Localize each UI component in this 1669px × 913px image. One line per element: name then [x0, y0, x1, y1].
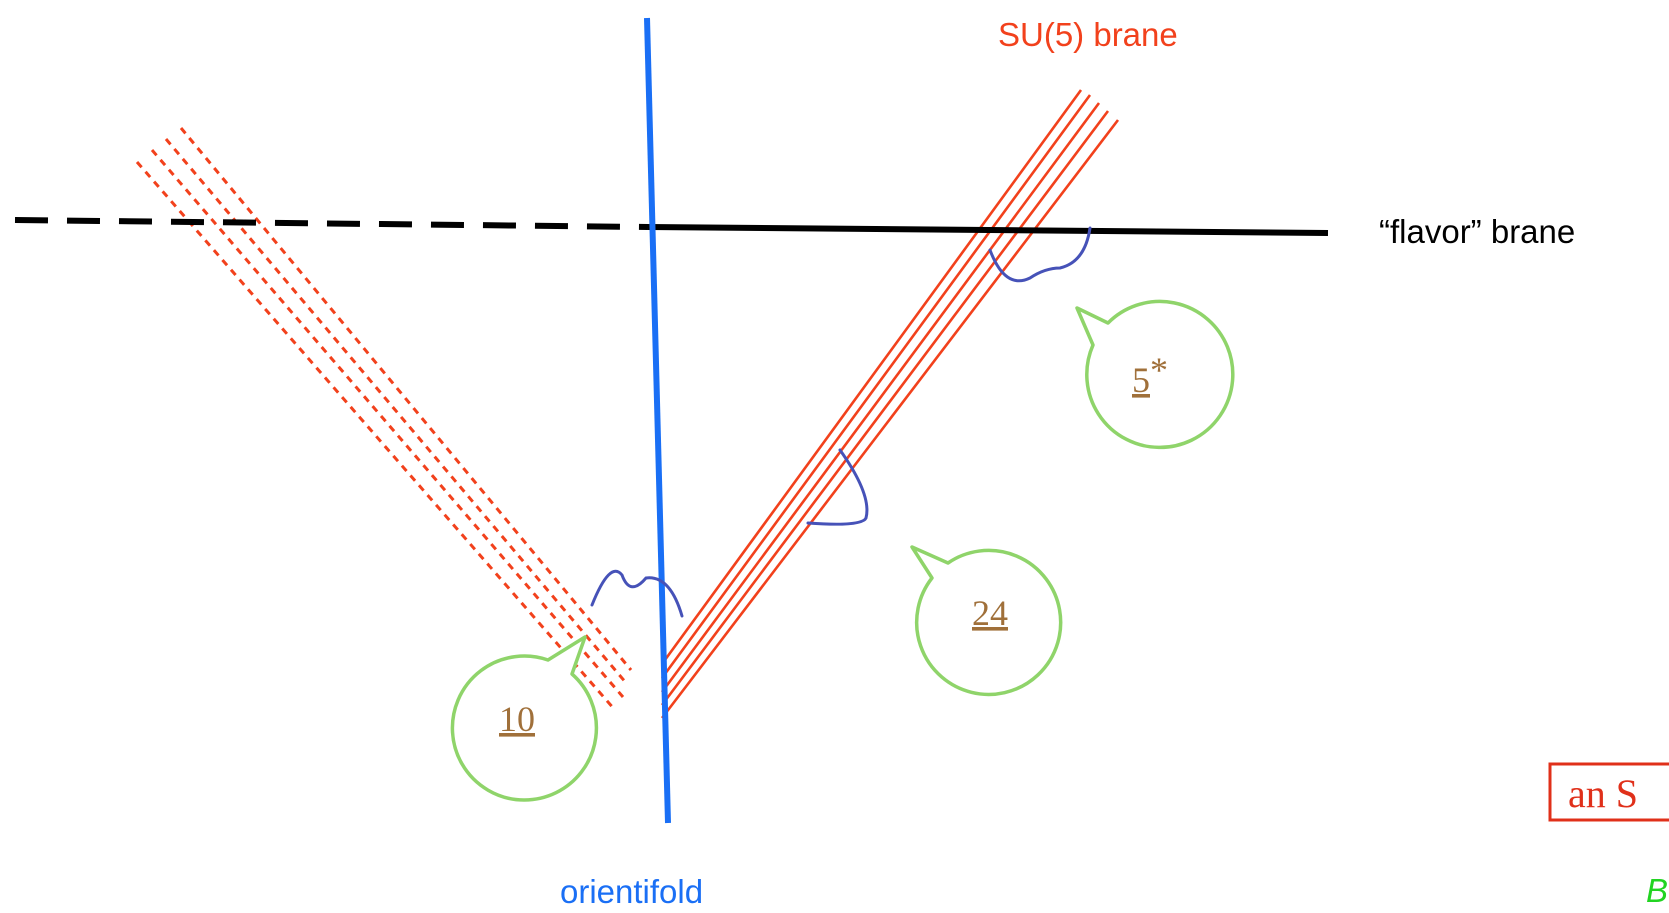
flavor-brane-dashed [14, 217, 649, 230]
flavor-brane-solid [647, 224, 1329, 236]
image-brane-stack [135, 127, 633, 711]
rep-five-star-label: 5* [1132, 350, 1168, 400]
clipped-boxed-text-label: an S [1568, 771, 1638, 816]
bubble-ten: 10 [450, 635, 599, 802]
string-twenty-four [806, 448, 869, 526]
string-ten [590, 569, 684, 618]
rep-ten-label: 10 [499, 699, 535, 739]
rep-five-star-main: 5 [1132, 360, 1150, 400]
rep-five-star-suffix: * [1150, 350, 1168, 390]
bubble-twenty-four: 24 [910, 545, 1063, 697]
su5-brane-label: SU(5) brane [998, 16, 1178, 53]
su5-brane-stack [660, 89, 1120, 719]
clipped-boxed-text: an S [1548, 762, 1669, 822]
orientifold-label: orientifold [560, 873, 703, 910]
flavor-brane-label: “flavor” brane [1379, 213, 1575, 250]
clipped-green-text: B [1646, 872, 1668, 909]
bubble-five-star: 5* [1075, 299, 1235, 450]
rep-twenty-four-label: 24 [972, 593, 1008, 633]
string-five-star [988, 226, 1092, 283]
orientifold-line [644, 17, 671, 824]
